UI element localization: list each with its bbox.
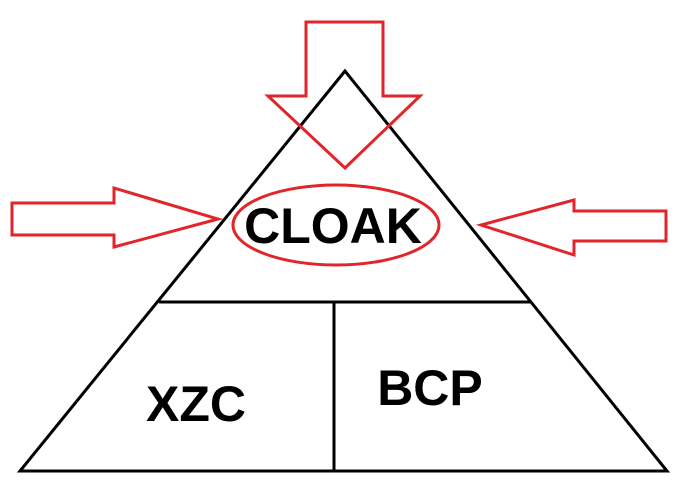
top-label: CLOAK [244, 198, 422, 254]
arrow-left-icon [475, 198, 668, 258]
arrow-down-icon [264, 20, 424, 171]
arrow-right-icon [10, 185, 224, 249]
right-label: BCP [377, 360, 483, 416]
left-label: XZC [146, 376, 246, 432]
pyramid-outline [16, 68, 671, 473]
highlight-ellipse [231, 183, 441, 267]
